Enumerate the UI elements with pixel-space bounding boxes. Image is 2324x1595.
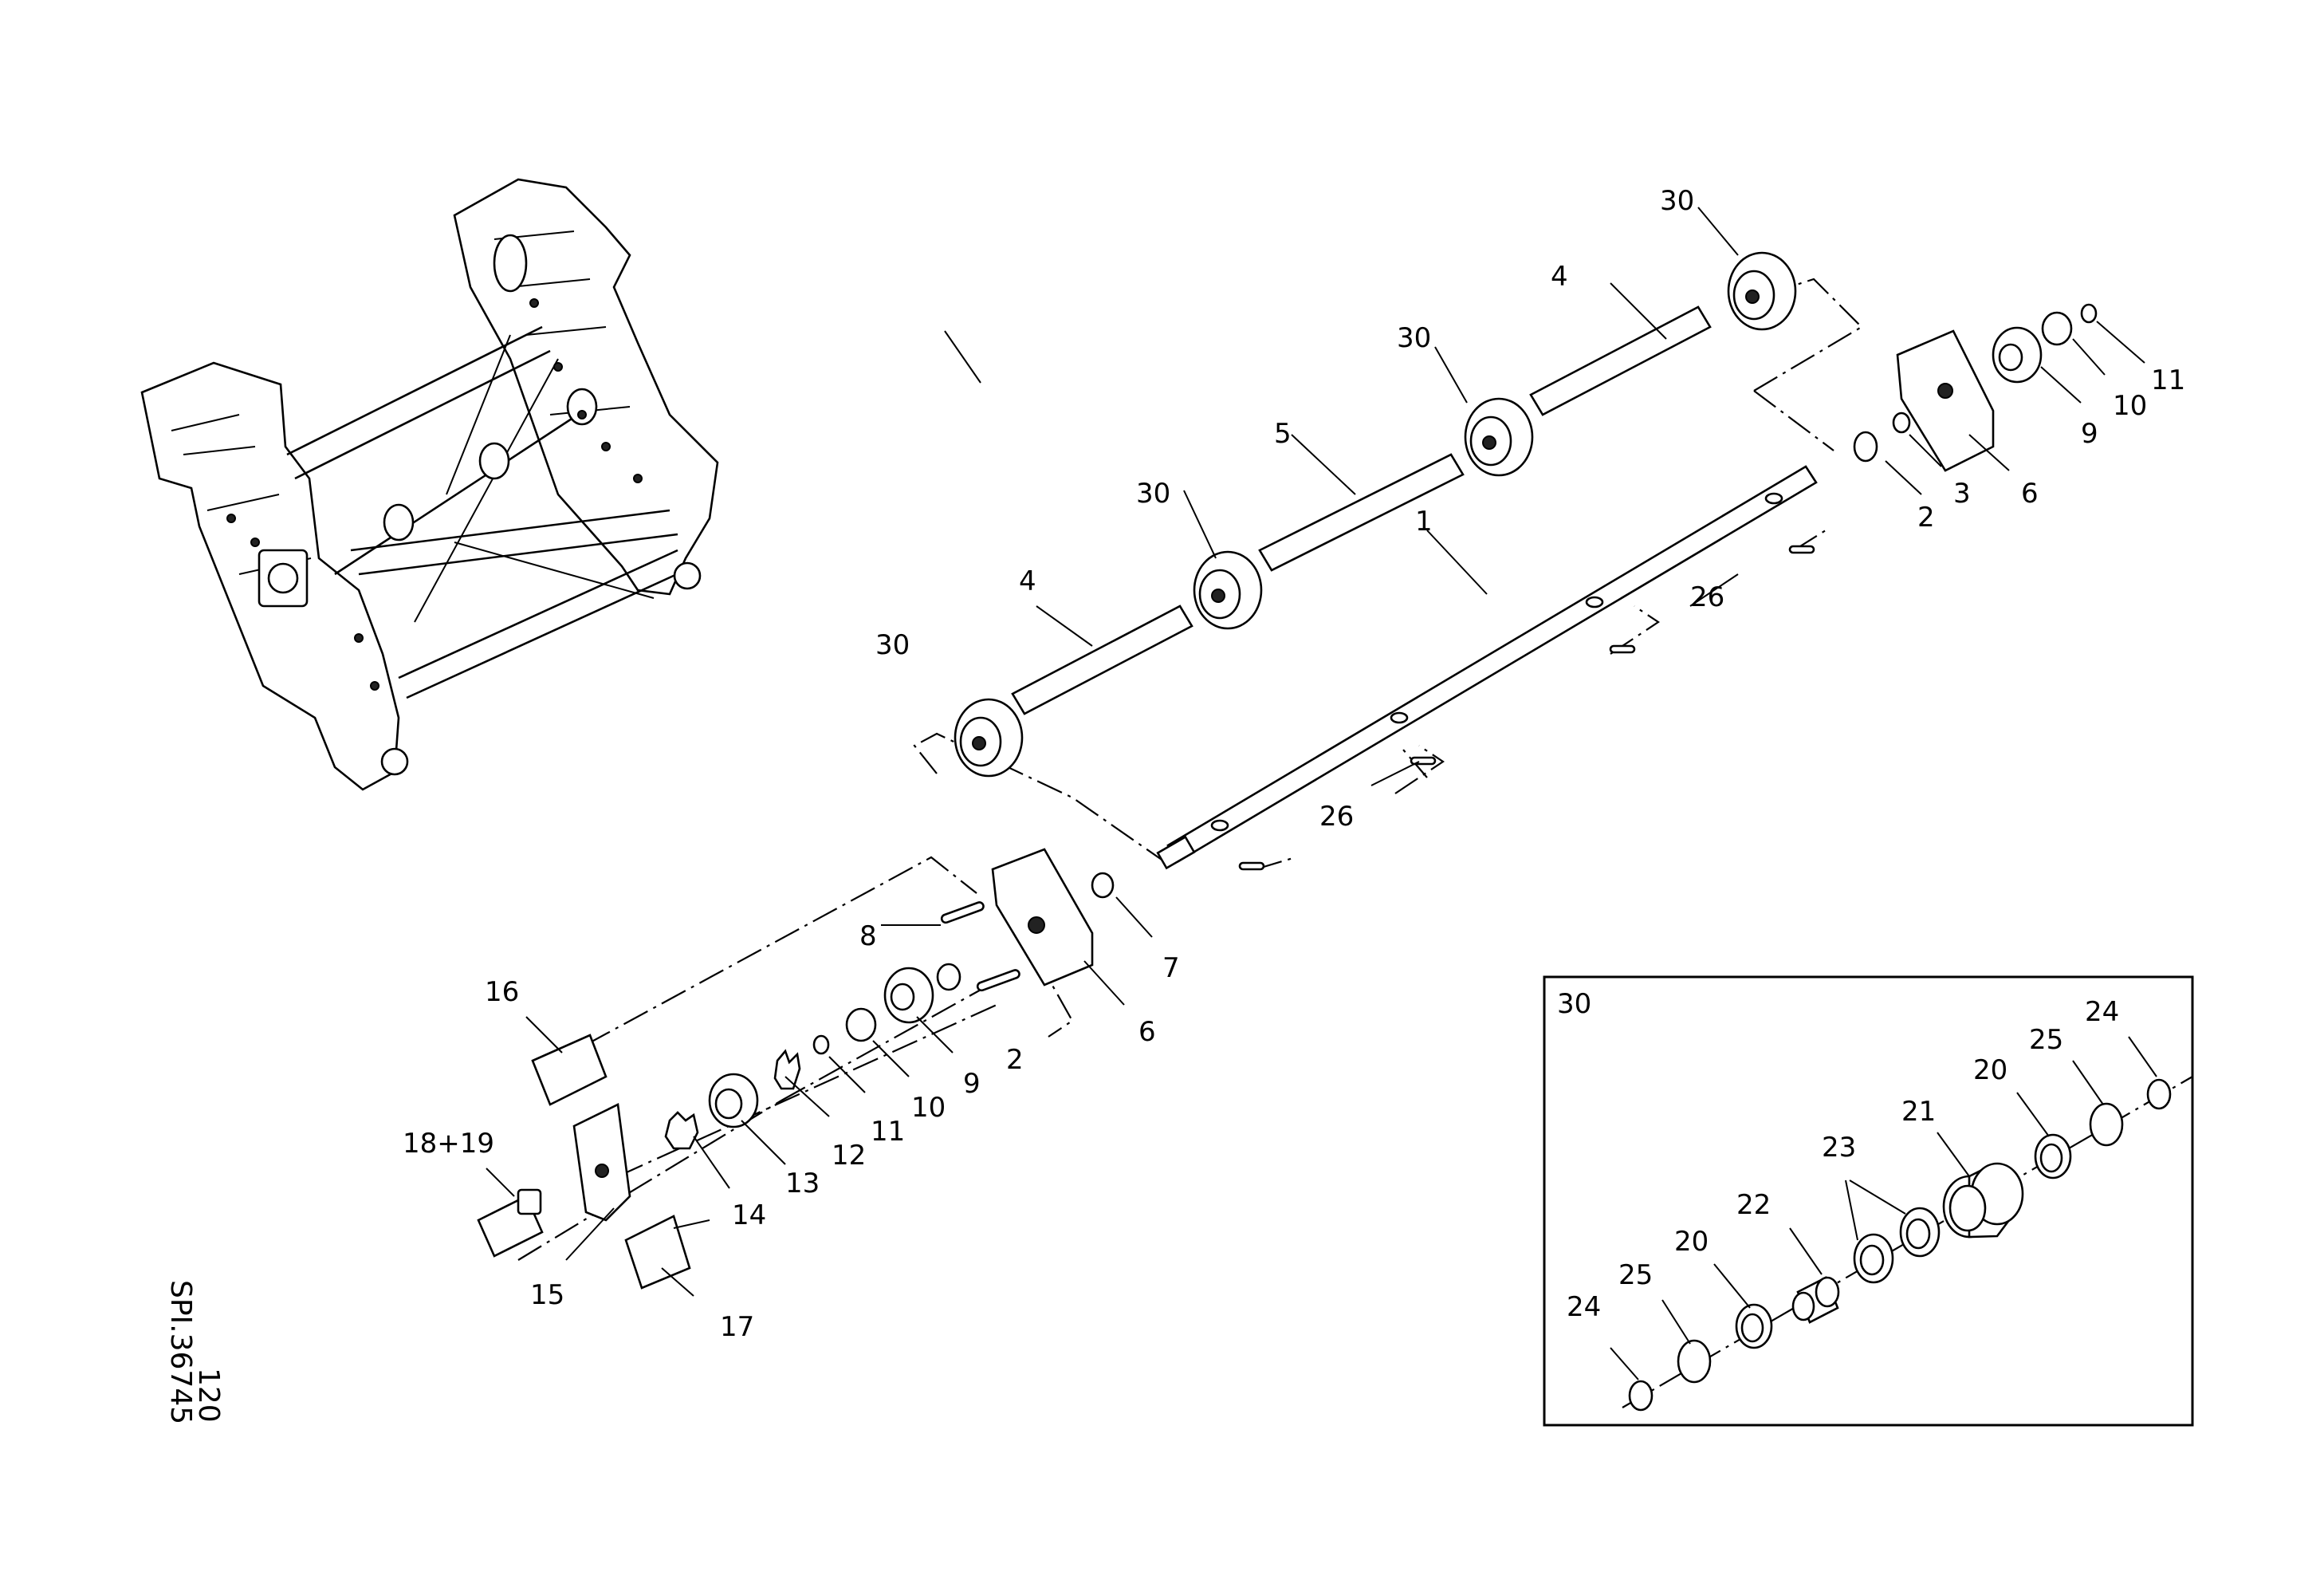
callout-10-left: 10 (911, 1092, 946, 1124)
roller-train (954, 251, 1797, 778)
inset-callout-20-right: 20 (1973, 1054, 2007, 1086)
callout-12: 12 (832, 1140, 866, 1172)
inset-callout-24-left: 24 (1567, 1291, 1601, 1323)
callout-4-upper: 4 (1551, 261, 1568, 293)
callout-30-b: 30 (1136, 478, 1170, 510)
right-end-parts (1853, 303, 2098, 472)
callout-9-right: 9 (2081, 418, 2098, 450)
inset-title: 30 (1557, 988, 1591, 1020)
inset-callout-25-left: 25 (1618, 1259, 1653, 1291)
page-number: 120 (192, 1368, 225, 1423)
callout-30-c: 30 (1397, 322, 1431, 354)
callout-10-right: 10 (2113, 390, 2147, 422)
inset-callout-25-right: 25 (2029, 1024, 2063, 1056)
callout-11-right: 11 (2151, 364, 2185, 396)
callout-11-left: 11 (871, 1116, 905, 1148)
callout-15: 15 (530, 1279, 564, 1311)
inset-callout-24-right: 24 (2085, 996, 2119, 1028)
inset-callout-23: 23 (1822, 1132, 1856, 1164)
main-shaft (1156, 465, 1818, 871)
callout-26-upper: 26 (1690, 581, 1724, 613)
callout-30-d: 30 (1660, 185, 1694, 217)
callout-5: 5 (1274, 418, 1292, 450)
callout-4-lower: 4 (1019, 565, 1036, 597)
callout-9-left: 9 (963, 1068, 981, 1100)
drawing-number: SPI.36745 (164, 1280, 197, 1424)
drawing-code: SPI.36745 120 (164, 1280, 225, 1424)
callout-2-left: 2 (1006, 1044, 1024, 1076)
inset-callout-20-left: 20 (1674, 1226, 1709, 1258)
callout-3: 3 (1953, 478, 1971, 510)
callout-2-right: 2 (1917, 502, 1935, 534)
callout-7: 7 (1162, 952, 1180, 984)
callout-18-19: 18+19 (403, 1128, 494, 1160)
callout-8: 8 (859, 920, 877, 952)
callout-6-left: 6 (1138, 1016, 1156, 1048)
callout-17: 17 (720, 1311, 754, 1343)
callout-16: 16 (485, 976, 519, 1008)
left-end-parts (477, 848, 1115, 1290)
callout-1: 1 (1415, 506, 1433, 538)
leader-lines (486, 207, 2145, 1297)
callout-13: 13 (785, 1168, 820, 1199)
callout-26-lower: 26 (1319, 801, 1354, 833)
callout-labels: 1 2 2 3 4 4 5 6 6 7 8 9 9 10 10 11 11 12… (403, 185, 2185, 1343)
frame-assembly-illustration (140, 178, 719, 791)
callout-14: 14 (732, 1199, 766, 1231)
roller-detail-inset: 30 (1543, 975, 2194, 1427)
inset-callout-21: 21 (1901, 1096, 1936, 1128)
callout-6-right: 6 (2021, 478, 2039, 510)
inset-callout-22: 22 (1736, 1189, 1771, 1221)
callout-30-a: 30 (875, 629, 910, 661)
